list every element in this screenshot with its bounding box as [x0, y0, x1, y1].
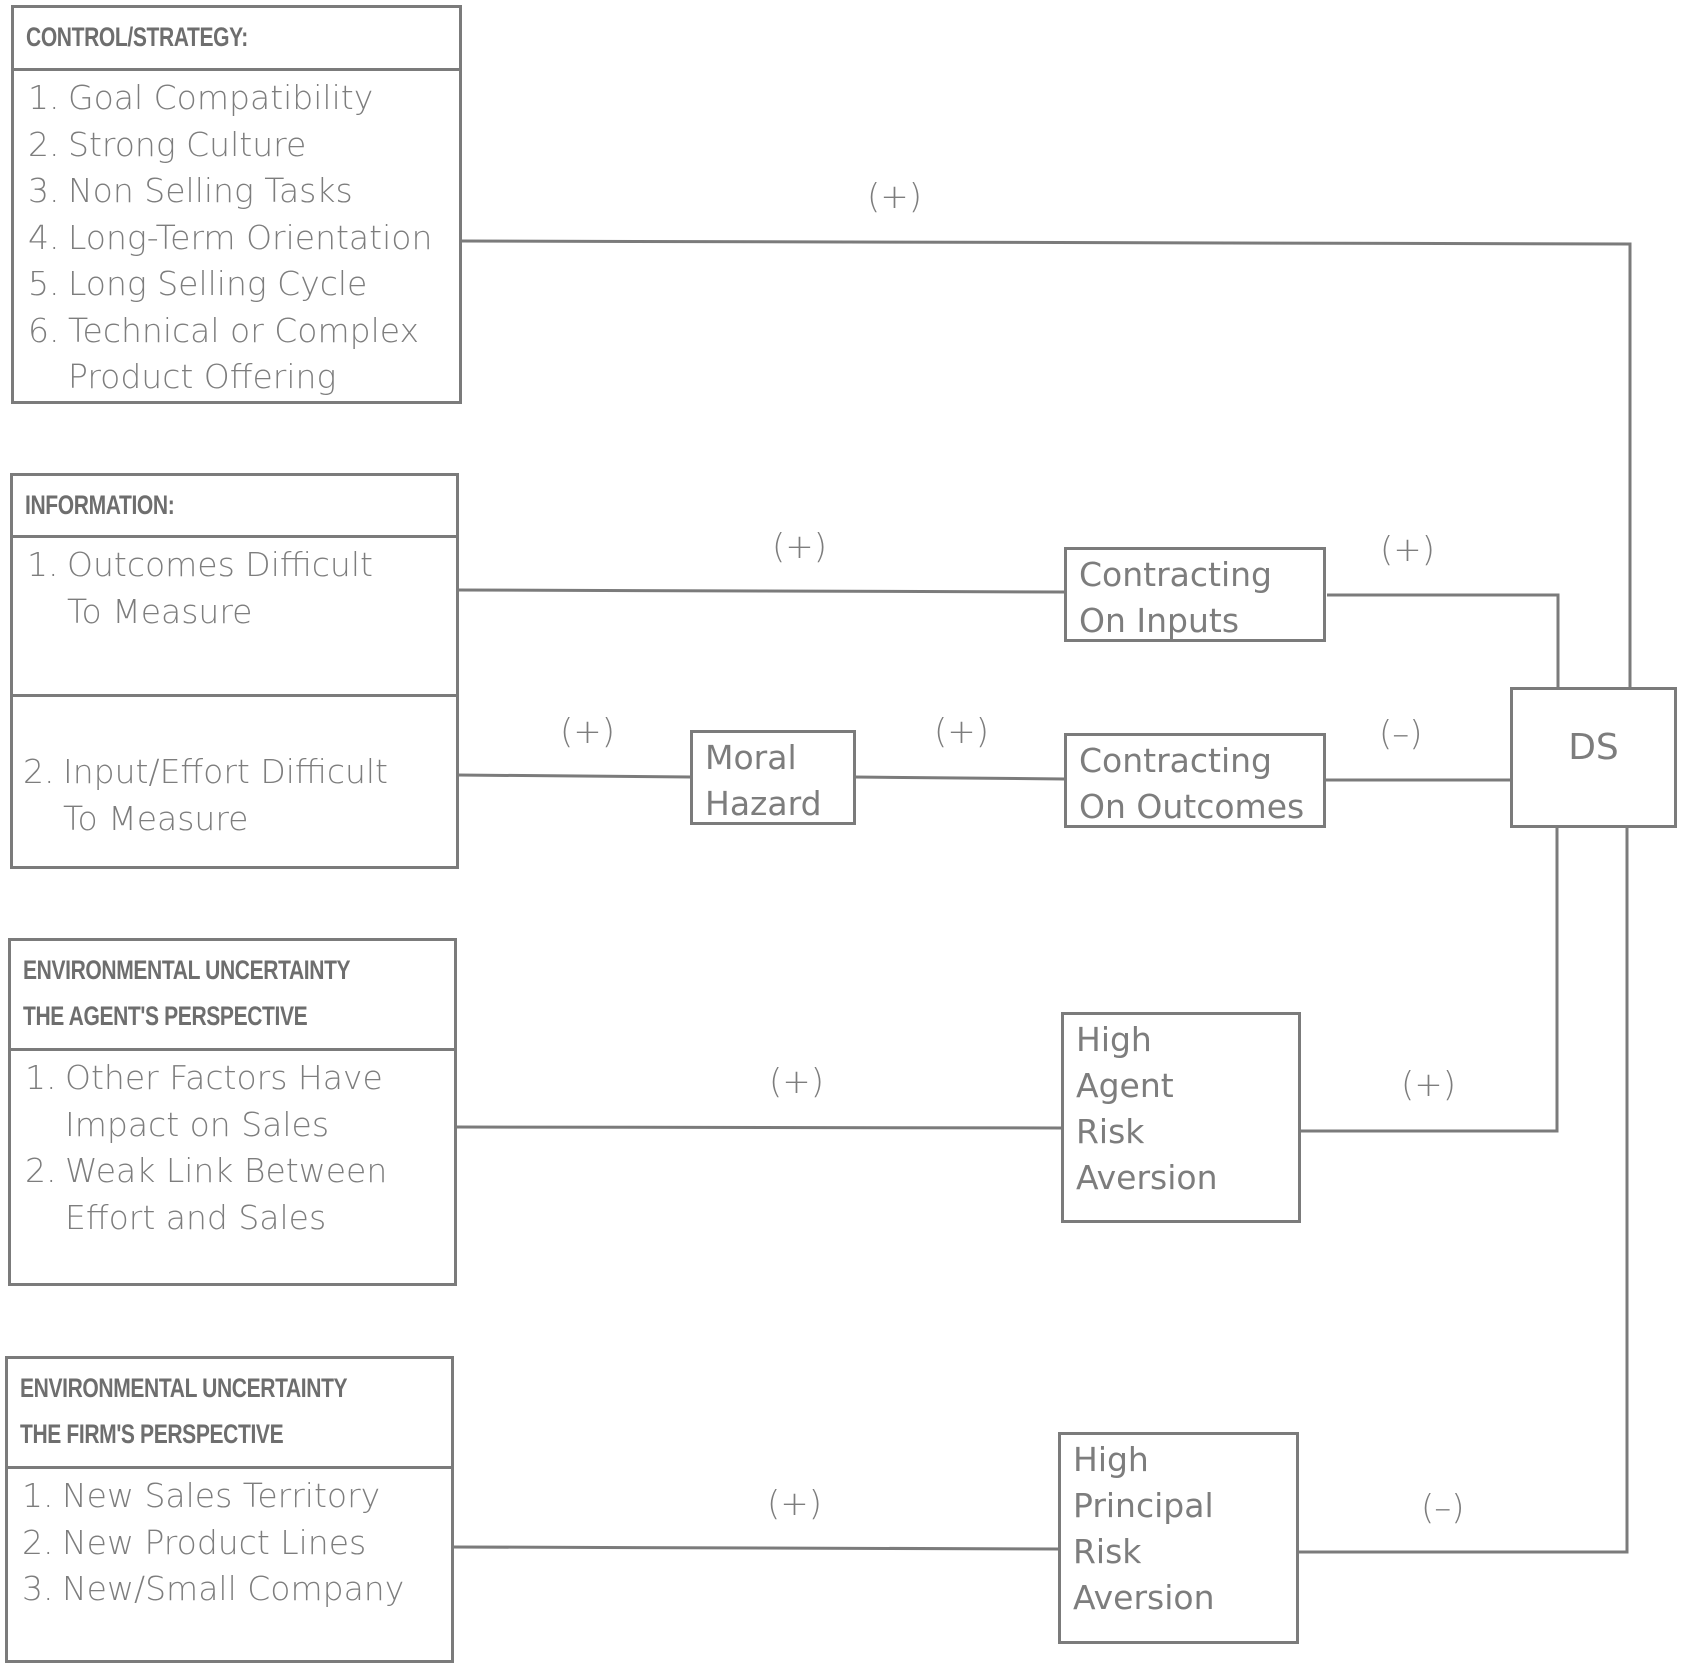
- sign-principal-risk-to-ds: (–): [1421, 1488, 1465, 1528]
- sign-control-to-ds: (+): [867, 177, 923, 217]
- list-item: 1.Other Factors Have: [25, 1058, 383, 1097]
- list-item: 2.Strong Culture: [28, 124, 307, 164]
- path-agent-env-to-agent-risk: [454, 1125, 1063, 1130]
- moral-hazard-box: Moral Hazard: [690, 730, 856, 825]
- information-item-2: 2.Input/Effort Difficult To Measure: [23, 752, 388, 838]
- env-uncertainty-firm-items: 1.New Sales Territory 2.New Product Line…: [8, 1469, 451, 1613]
- path-inputs-to-ds: [1327, 593, 1560, 687]
- list-item: Impact on Sales: [65, 1104, 330, 1144]
- path-agent-risk-to-ds: [1298, 826, 1559, 1133]
- control-strategy-items: 1.Goal Compatibility 2.Strong Culture 3.…: [14, 71, 459, 401]
- sign-moral-hazard-to-outcomes: (+): [934, 712, 990, 752]
- path-effort-to-moral-hazard: [456, 773, 692, 779]
- path-moral-hazard-to-outcomes: [853, 775, 1066, 781]
- list-item: 1.New Sales Territory: [22, 1476, 381, 1515]
- control-strategy-header: CONTROL/STRATEGY:: [14, 8, 459, 71]
- path-control-to-ds: [459, 239, 1632, 687]
- sign-agent-risk-to-ds: (+): [1401, 1065, 1457, 1105]
- ds-outcome-box: DS: [1510, 687, 1677, 828]
- high-principal-risk-aversion-box: High Principal Risk Aversion: [1058, 1432, 1299, 1644]
- ds-label: DS: [1568, 727, 1619, 768]
- control-strategy-box: CONTROL/STRATEGY: 1.Goal Compatibility 2…: [11, 5, 462, 404]
- sign-outcomes-to-inputs: (+): [772, 527, 828, 567]
- list-item: 1.Goal Compatibility: [28, 78, 374, 117]
- information-box: INFORMATION: 1.Outcomes Difficult To Mea…: [10, 473, 459, 869]
- sign-inputs-to-ds: (+): [1380, 530, 1436, 570]
- list-item: 5.Long Selling Cycle: [28, 264, 368, 303]
- env-uncertainty-agent-box: ENVIRONMENTAL UNCERTAINTY THE AGENT'S PE…: [8, 938, 457, 1286]
- path-outcomes-to-inputs: [456, 588, 1066, 594]
- list-item: 6.Technical or Complex: [28, 310, 420, 350]
- information-header: INFORMATION:: [13, 476, 456, 538]
- env-uncertainty-agent-items: 1.Other Factors Have Impact on Sales 2.W…: [11, 1051, 454, 1241]
- high-agent-risk-aversion-box: High Agent Risk Aversion: [1061, 1012, 1301, 1223]
- list-item: 2.New Product Lines: [22, 1522, 367, 1562]
- list-item: 2.Weak Link Between: [25, 1151, 388, 1190]
- path-principal-risk-to-ds: [1297, 826, 1629, 1554]
- list-item: 3.New/Small Company: [22, 1569, 405, 1608]
- list-item: Effort and Sales: [65, 1197, 327, 1237]
- env-uncertainty-firm-box: ENVIRONMENTAL UNCERTAINTY THE FIRM'S PER…: [5, 1356, 454, 1663]
- sign-effort-to-moral-hazard: (+): [560, 712, 616, 752]
- control-strategy-title: CONTROL/STRATEGY:: [26, 22, 248, 52]
- list-item: 3.Non Selling Tasks: [28, 171, 353, 210]
- sign-firm-env-to-principal-risk: (+): [767, 1484, 823, 1524]
- sign-agent-env-to-agent-risk: (+): [769, 1062, 825, 1102]
- information-title: INFORMATION:: [25, 490, 175, 520]
- list-item: Product Offering: [68, 357, 337, 396]
- sign-outcomes-contract-to-ds: (–): [1379, 714, 1423, 754]
- env-uncertainty-firm-header: ENVIRONMENTAL UNCERTAINTY THE FIRM'S PER…: [8, 1359, 451, 1469]
- path-firm-env-to-principal-risk: [451, 1545, 1061, 1551]
- contracting-on-inputs-box: Contracting On Inputs: [1064, 547, 1326, 642]
- contracting-on-outcomes-box: Contracting On Outcomes: [1064, 733, 1326, 828]
- env-uncertainty-agent-header: ENVIRONMENTAL UNCERTAINTY THE AGENT'S PE…: [11, 941, 454, 1051]
- information-item-1: 1.Outcomes Difficult To Measure: [13, 538, 456, 697]
- list-item: 4.Long-Term Orientation: [28, 217, 433, 257]
